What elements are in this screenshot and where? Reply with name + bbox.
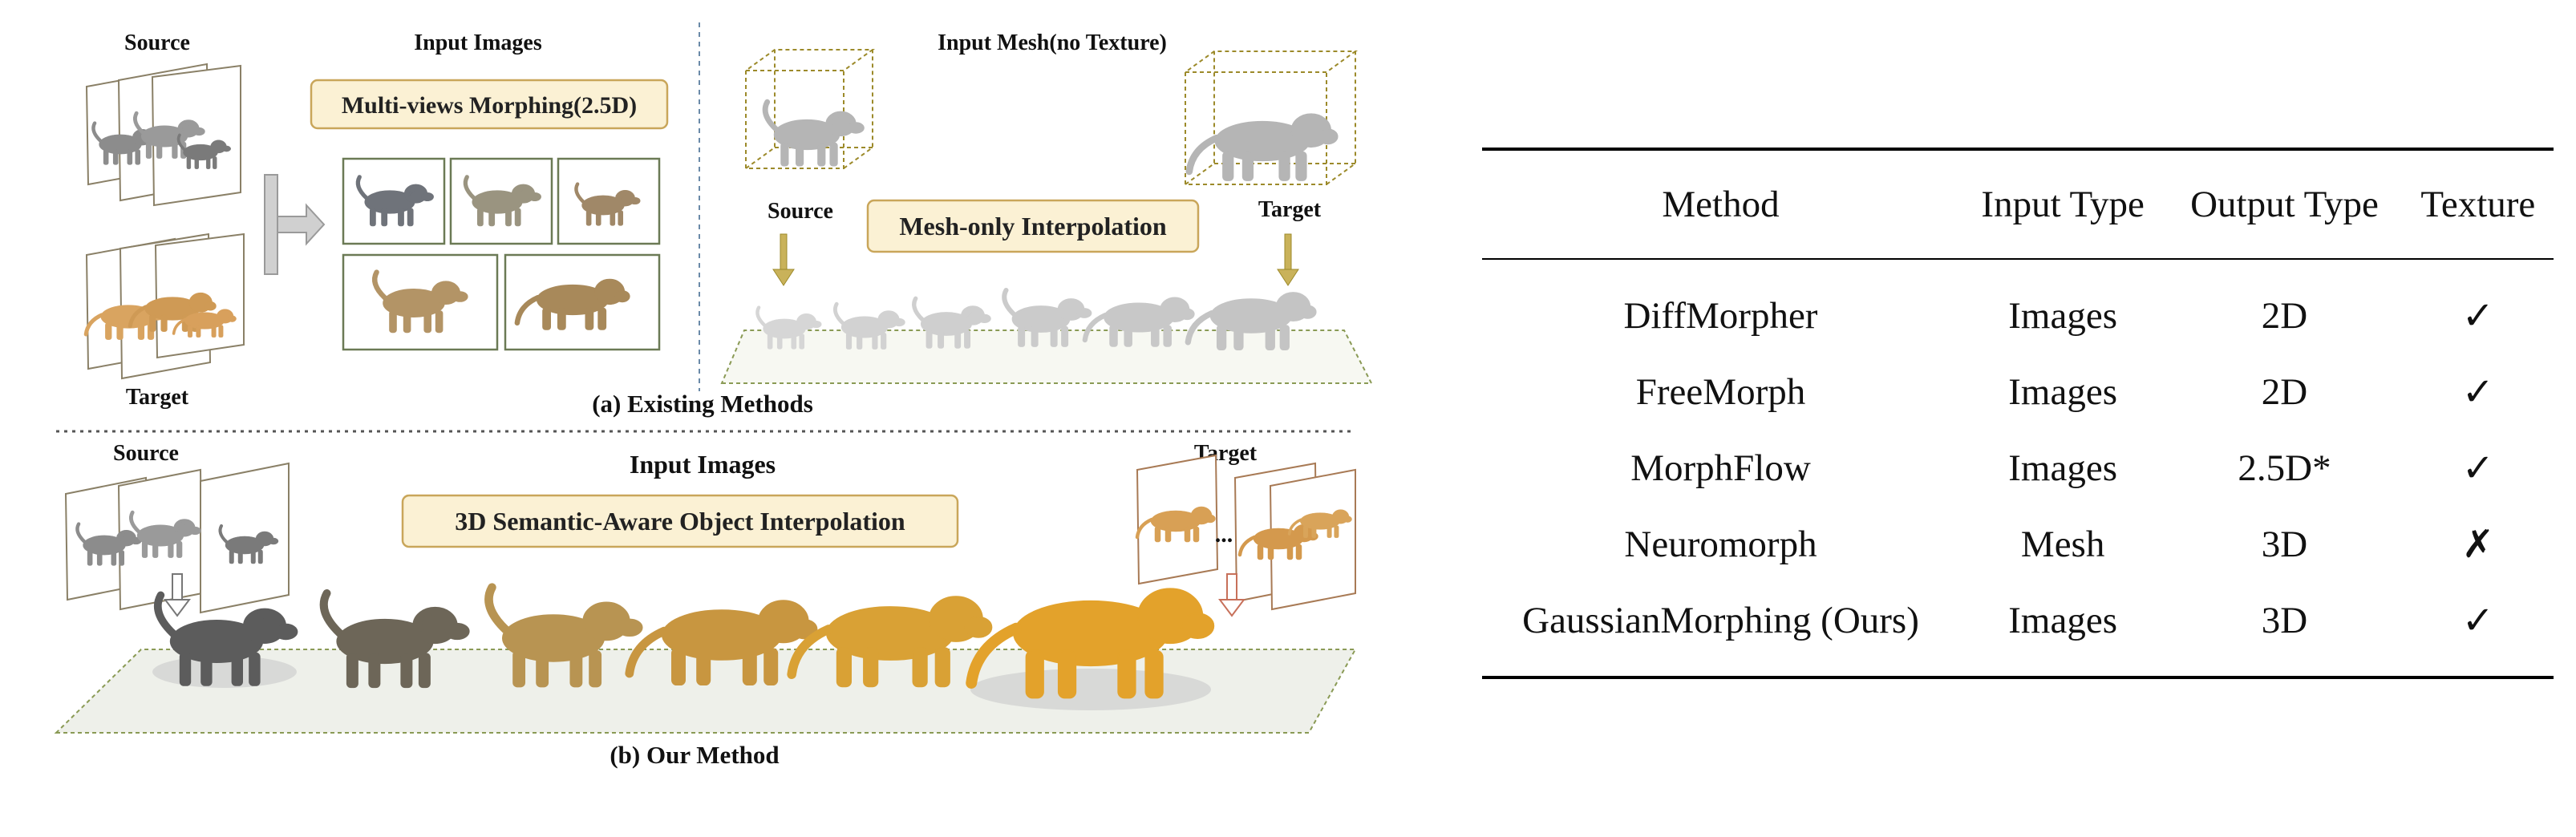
texture-check-icon: ✓ (2461, 293, 2494, 338)
output-type-cell: 3D (2261, 523, 2308, 565)
existing-methods-caption: (a) Existing Methods (592, 390, 813, 418)
method-cell: GaussianMorphing (Ours) (1522, 599, 1919, 641)
our-input-images-label: Input Images (630, 450, 776, 479)
our-source-label: Source (113, 441, 179, 466)
semantic-interpolation-box: 3D Semantic-Aware Object Interpolation (455, 507, 905, 536)
table-row: DiffMorpher Images 2D ✓ (1482, 259, 2554, 354)
mesh-target-label: Target (1258, 197, 1322, 222)
input-mesh-label: Input Mesh(no Texture) (938, 30, 1167, 55)
multiview-result-grid (342, 157, 661, 351)
table-row: FreeMorph Images 2D ✓ (1482, 354, 2554, 430)
table-header-row: Method Input Type Output Type Texture (1482, 149, 2554, 259)
header-output-type: Output Type (2190, 184, 2379, 225)
output-type-cell: 2.5D* (2238, 447, 2331, 489)
mesh-interpolation-box: Mesh-only Interpolation (899, 212, 1167, 241)
multiview-morphing-box: Multi-views Morphing(2.5D) (342, 92, 637, 119)
method-cell: DiffMorpher (1623, 294, 1818, 337)
texture-check-icon: ✓ (2461, 369, 2494, 414)
target-mesh-cube (1182, 51, 1359, 185)
texture-cross-icon: ✗ (2461, 521, 2494, 567)
input-type-cell: Images (2008, 370, 2117, 413)
target-image-stack (86, 232, 245, 380)
ellipsis: ... (1215, 521, 1233, 548)
header-method: Method (1662, 184, 1780, 225)
input-type-cell: Images (2008, 447, 2117, 489)
input-images-label: Input Images (414, 30, 542, 55)
source-label: Source (124, 30, 190, 55)
method-cell: Neuromorph (1624, 523, 1817, 565)
input-type-cell: Mesh (2020, 523, 2105, 565)
output-type-cell: 3D (2261, 599, 2308, 641)
our-target-arrow (1218, 573, 1245, 617)
output-type-cell: 2D (2261, 294, 2308, 337)
existing-methods-panel: Source Target Input Images Multi-views M… (85, 22, 1373, 418)
table-row: GaussianMorphing (Ours) Images 3D ✓ (1482, 582, 2554, 677)
header-texture: Texture (2420, 184, 2536, 225)
target-label: Target (126, 385, 189, 410)
mesh-source-arrow (772, 233, 795, 286)
table-row: Neuromorph Mesh 3D ✗ (1482, 506, 2554, 582)
our-method-panel: Source Input Images 3D Semantic-Aware Ob… (54, 441, 1357, 769)
source-mesh-cube (743, 49, 876, 169)
header-input-type: Input Type (1981, 184, 2145, 225)
texture-check-icon: ✓ (2461, 445, 2494, 491)
input-type-cell: Images (2008, 294, 2117, 337)
method-cell: FreeMorph (1635, 370, 1806, 413)
our-interpolation-sequence (152, 588, 1213, 710)
our-target-image-stack (1137, 454, 1356, 611)
method-comparison-table: Method Input Type Output Type Texture Di… (1482, 148, 2554, 679)
our-source-image-stack (64, 462, 290, 614)
arrow-merge-icon (264, 174, 326, 275)
output-type-cell: 2D (2261, 370, 2308, 413)
our-method-caption: (b) Our Method (610, 741, 779, 769)
mesh-target-arrow (1277, 233, 1299, 286)
source-image-stack (85, 63, 241, 207)
mesh-source-label: Source (768, 199, 833, 224)
method-cell: MorphFlow (1630, 447, 1811, 489)
our-source-arrow (164, 573, 191, 617)
input-type-cell: Images (2008, 599, 2117, 641)
texture-check-icon: ✓ (2461, 597, 2494, 643)
table-row: MorphFlow Images 2.5D* ✓ (1482, 430, 2554, 506)
